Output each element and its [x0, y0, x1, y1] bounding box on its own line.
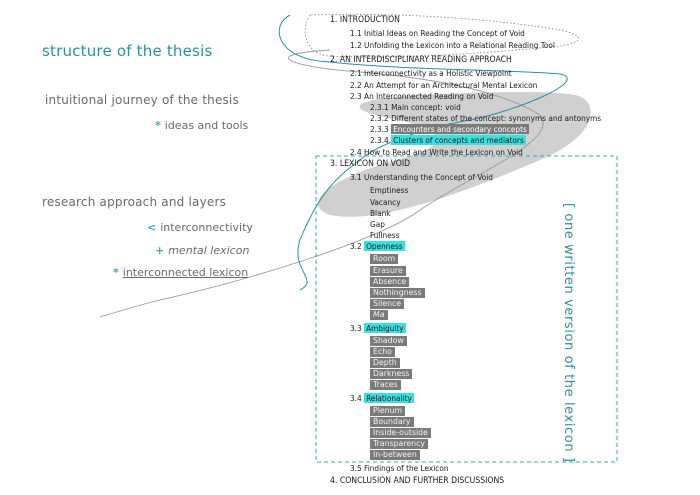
thesis-structure-title: structure of the thesis: [42, 42, 213, 60]
concept-tag: Depth: [370, 358, 400, 368]
toc-chapter-1: 1. INTRODUCTION: [330, 15, 400, 25]
toc-item: 2.3.1 Main concept: void: [370, 102, 461, 112]
toc-item: 3.2 Openness: [350, 241, 405, 251]
toc-item: 3.3 Ambiguity: [350, 323, 406, 333]
grey-loop: [99, 49, 544, 317]
concept-tag: Silence: [370, 299, 405, 309]
toc-subitem: Blank: [370, 208, 391, 218]
toc-item: 2.3 An Interconnected Reading on Void: [350, 91, 494, 101]
grey-swoosh: [318, 91, 591, 217]
toc-subitem: Gap: [370, 219, 385, 229]
toc-item: 3.5 Findings of the Lexicon: [350, 463, 449, 473]
concept-tag: Plenum: [370, 406, 406, 416]
toc-chapter-2: 2. AN INTERDISCIPLINARY READING APPROACH: [330, 55, 512, 65]
highlight-cyan: Openness: [364, 241, 405, 251]
toc-chapter-4: 4. CONCLUSION AND FURTHER DISCUSSIONS: [330, 476, 505, 486]
concept-tag: Boundary: [370, 417, 414, 427]
concept-tag: Traces: [370, 380, 401, 390]
highlight-cyan: Relationality: [364, 393, 414, 403]
plus-icon: +: [155, 244, 165, 257]
asterisk-icon: *: [155, 119, 161, 132]
toc-item: 2.3.2 Different states of the concept: s…: [370, 113, 602, 123]
concept-tag: Absence: [370, 277, 410, 287]
toc-item: 1.1 Initial Ideas on Reading the Concept…: [350, 28, 525, 38]
lexicon-side-label: [ one written version of the lexicon ]: [561, 203, 576, 463]
concept-tag: Darkness: [370, 369, 413, 379]
research-item: <interconnectivity: [147, 221, 253, 234]
concept-tag: Transparency: [370, 439, 429, 449]
toc-item: 2.3.4 Clusters of concepts and mediators: [370, 135, 526, 145]
toc-item: 3.4 Relationality: [350, 393, 414, 403]
research-item: *interconnected lexicon: [113, 266, 249, 279]
toc-item: 1.2 Unfolding the Lexicon into a Relatio…: [350, 40, 555, 50]
toc-chapter-3: 3. LEXICON ON VOID: [330, 159, 411, 169]
concept-tag: Ma: [370, 310, 388, 320]
concept-tag: Room: [370, 254, 399, 264]
dotted-loop: [304, 13, 580, 58]
asterisk-icon: *: [113, 266, 119, 279]
lexicon-frame: [315, 155, 618, 463]
concept-tag: Echo: [370, 347, 395, 357]
toc-subitem: Emptiness: [370, 185, 409, 195]
toc-item: 2.3.3 Encounters and secondary concepts: [370, 124, 529, 134]
concept-tag: Shadow: [370, 336, 407, 346]
highlight-cyan: Clusters of concepts and mediators: [391, 135, 526, 145]
highlight-grey: Encounters and secondary concepts: [391, 124, 529, 134]
toc-subitem: Fullness: [370, 230, 400, 240]
concept-tag: In-between: [370, 450, 420, 460]
concept-tag: Inside-outside: [370, 428, 431, 438]
chevron-icon: <: [147, 221, 157, 234]
teal-curve: [278, 14, 568, 291]
research-item: +mental lexicon: [155, 244, 250, 257]
concept-tag: Nothingness: [370, 288, 425, 298]
toc-item: 3.1 Understanding the Concept of Void: [350, 172, 493, 182]
journey-label: intuitional journey of the thesis: [45, 93, 240, 107]
toc-subitem: Vacancy: [370, 197, 401, 207]
journey-item: *ideas and tools: [155, 119, 249, 132]
concept-tag: Erasure: [370, 266, 406, 276]
toc-item: 2.2 An Attempt for an Architectural Ment…: [350, 80, 538, 90]
research-label: research approach and layers: [42, 195, 227, 209]
highlight-cyan: Ambiguity: [364, 323, 406, 333]
toc-item: 2.1 Interconnectivity as a Holistic View…: [350, 68, 512, 78]
toc-item: 2.4 How to Read and Write the Lexicon on…: [350, 147, 523, 157]
